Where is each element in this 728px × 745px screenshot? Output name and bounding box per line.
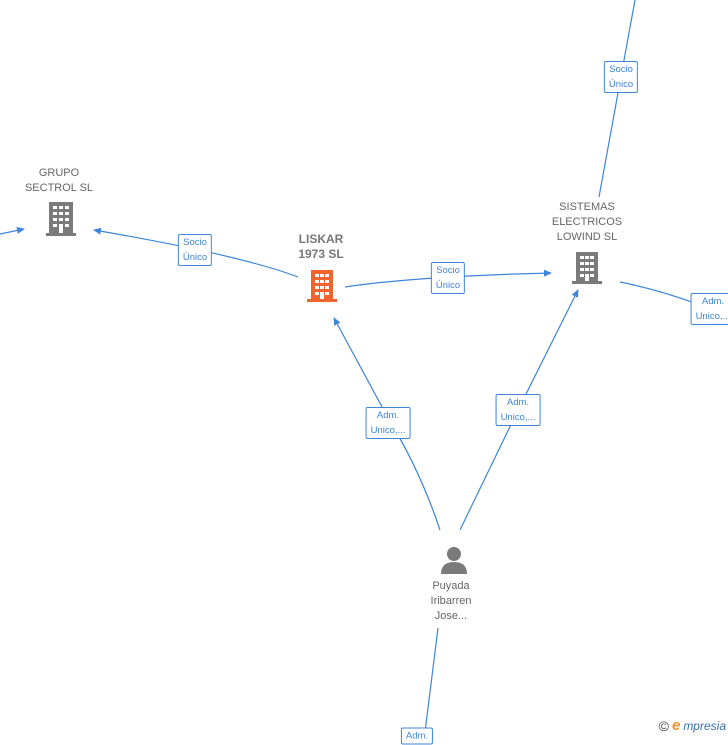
node-liskar-line-2: 1973 SL (298, 247, 344, 261)
building-icon[interactable] (571, 250, 603, 286)
edge-label-line: Socio (609, 64, 633, 75)
edge-label-line: Adm. (701, 296, 725, 307)
edge-sistemas-to-right (619, 281, 701, 306)
edge-label-bottom-adm[interactable]: Adm. (400, 727, 434, 745)
edge-label-line: Unico,... (695, 311, 728, 322)
node-person-line-2: Iribarren (430, 595, 472, 607)
edge-label-sistemas-right[interactable]: Adm. Unico,... (690, 293, 728, 325)
node-sistemas-line-3: LOWIND SL (556, 231, 618, 243)
brand-logo-text: mpresia (683, 718, 726, 733)
edge-liskar-to-grupo (93, 227, 299, 278)
building-icon[interactable] (306, 268, 338, 304)
edge-person-to-bottom (423, 627, 439, 740)
edge-label-person-sistemas[interactable]: Adm. Unico,... (495, 394, 541, 426)
edge-label-line: Socio (436, 265, 460, 276)
edge-label-line: Unico,... (500, 412, 536, 423)
edge-label-line: Único (182, 252, 208, 263)
edge-label-line: Adm. (405, 730, 429, 742)
edge-grupo-to-left (0, 227, 25, 235)
node-sistemas-line-2: ELECTRICOS (551, 216, 623, 228)
building-icon[interactable] (45, 200, 77, 238)
node-person-line-3: Jose... (434, 610, 468, 622)
edge-label-person-liskar[interactable]: Adm. Unico,... (365, 407, 411, 439)
node-liskar-line-1: LISKAR (298, 232, 344, 246)
edge-label-liskar-grupo[interactable]: Socio Único (177, 234, 213, 266)
edge-top-to-sistemas (598, 0, 636, 198)
edge-label-line: Unico,... (370, 425, 406, 436)
node-grupo-label[interactable]: GRUPO SECTROL SL (25, 166, 93, 196)
brand-logo-initial: e (671, 717, 681, 734)
edge-label-top-socio[interactable]: Socio Único (603, 61, 639, 93)
node-sistemas-label[interactable]: SISTEMAS ELECTRICOS LOWIND SL (552, 200, 622, 245)
edge-label-line: Socio (183, 237, 207, 248)
edge-label-line: Único (608, 79, 634, 90)
node-grupo-line-2: SECTROL SL (24, 182, 94, 194)
person-icon[interactable] (439, 545, 469, 575)
edge-label-liskar-sistemas[interactable]: Socio Único (430, 262, 466, 294)
edge-label-line: Adm. (506, 397, 530, 408)
node-person-line-1: Puyada (432, 580, 470, 592)
edge-label-line: Adm. (376, 410, 400, 421)
edge-label-line: Único (435, 280, 461, 291)
node-sistemas-line-1: SISTEMAS (559, 201, 615, 213)
copyright-symbol: © (658, 717, 669, 734)
node-grupo-line-1: GRUPO (38, 167, 80, 179)
node-person-label[interactable]: Puyada Iribarren Jose... (431, 579, 472, 624)
node-liskar-label[interactable]: LISKAR 1973 SL (298, 232, 343, 262)
